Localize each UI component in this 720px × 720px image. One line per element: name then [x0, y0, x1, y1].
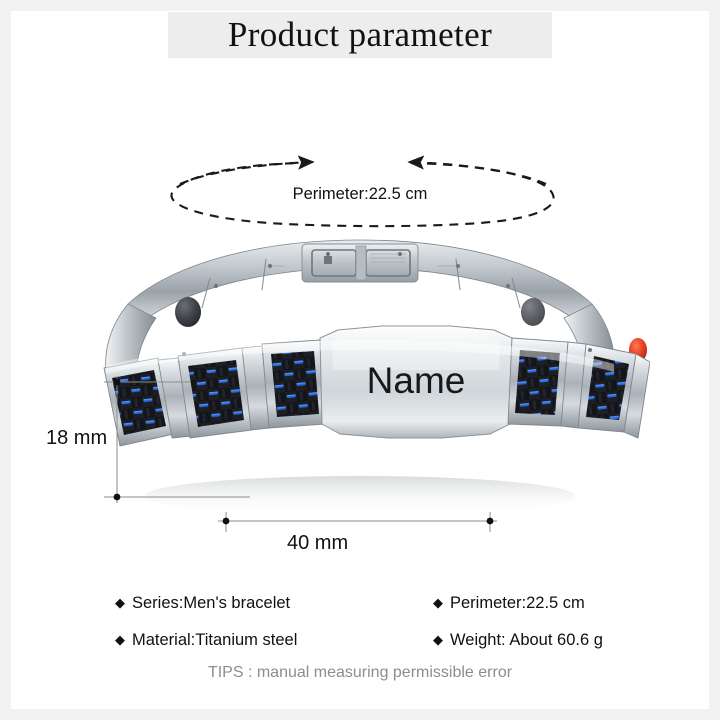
name-plate-text: Name [367, 360, 466, 401]
spec-item-weight: ◆ Weight: About 60.6 g [433, 631, 603, 650]
perimeter-ellipse-svg [170, 155, 555, 228]
spec-item-series: ◆ Series:Men's bracelet [115, 594, 290, 613]
bracelet-near-band: Name [103, 325, 651, 447]
perimeter-label: Perimeter:22.5 cm [292, 185, 428, 203]
diamond-bullet-icon: ◆ [115, 632, 125, 647]
clasp [301, 243, 419, 283]
link-left-3 [261, 339, 327, 429]
link-left-outer [103, 357, 175, 447]
link-right-2 [577, 343, 637, 433]
link-left-2 [177, 347, 253, 439]
product-shadow [145, 476, 575, 516]
tips-note: TIPS : manual measuring permissible erro… [207, 664, 513, 681]
perimeter-annotation [150, 148, 570, 230]
spec-item-perimeter: ◆ Perimeter:22.5 cm [433, 594, 585, 613]
perimeter-arrow-right [179, 155, 315, 185]
link-right-3 [507, 337, 569, 427]
spec-item-label: Series:Men's bracelet [132, 594, 291, 612]
link-right-outer [623, 353, 651, 439]
link-screws-far [213, 251, 511, 289]
perimeter-ellipse-path [170, 161, 555, 228]
height-dimension-label: 18 mm [46, 427, 108, 449]
spec-item-label: Material:Titanium steel [132, 631, 298, 649]
perimeter-arrow-left [407, 155, 547, 185]
bracelet-far-band [127, 239, 593, 335]
bracelet-illustration: Name [103, 239, 651, 516]
diamond-bullet-icon: ◆ [433, 632, 443, 647]
width-dimension-label: 40 mm [287, 532, 349, 554]
page-title: Product parameter [227, 15, 493, 54]
spec-item-material: ◆ Material:Titanium steel [115, 631, 297, 650]
name-plate: Name [319, 325, 513, 439]
product-image: Name [70, 238, 651, 528]
spec-list: ◆ Series:Men's bracelet ◆ Perimeter:22.5… [110, 594, 630, 656]
spec-item-label: Perimeter:22.5 cm [450, 594, 585, 612]
diamond-bullet-icon: ◆ [433, 595, 443, 610]
diamond-bullet-icon: ◆ [115, 595, 125, 610]
spec-item-label: Weight: About 60.6 g [450, 631, 603, 649]
title-band [168, 12, 552, 58]
magnet-insert-right [521, 298, 545, 326]
magnet-insert-left [175, 297, 201, 327]
